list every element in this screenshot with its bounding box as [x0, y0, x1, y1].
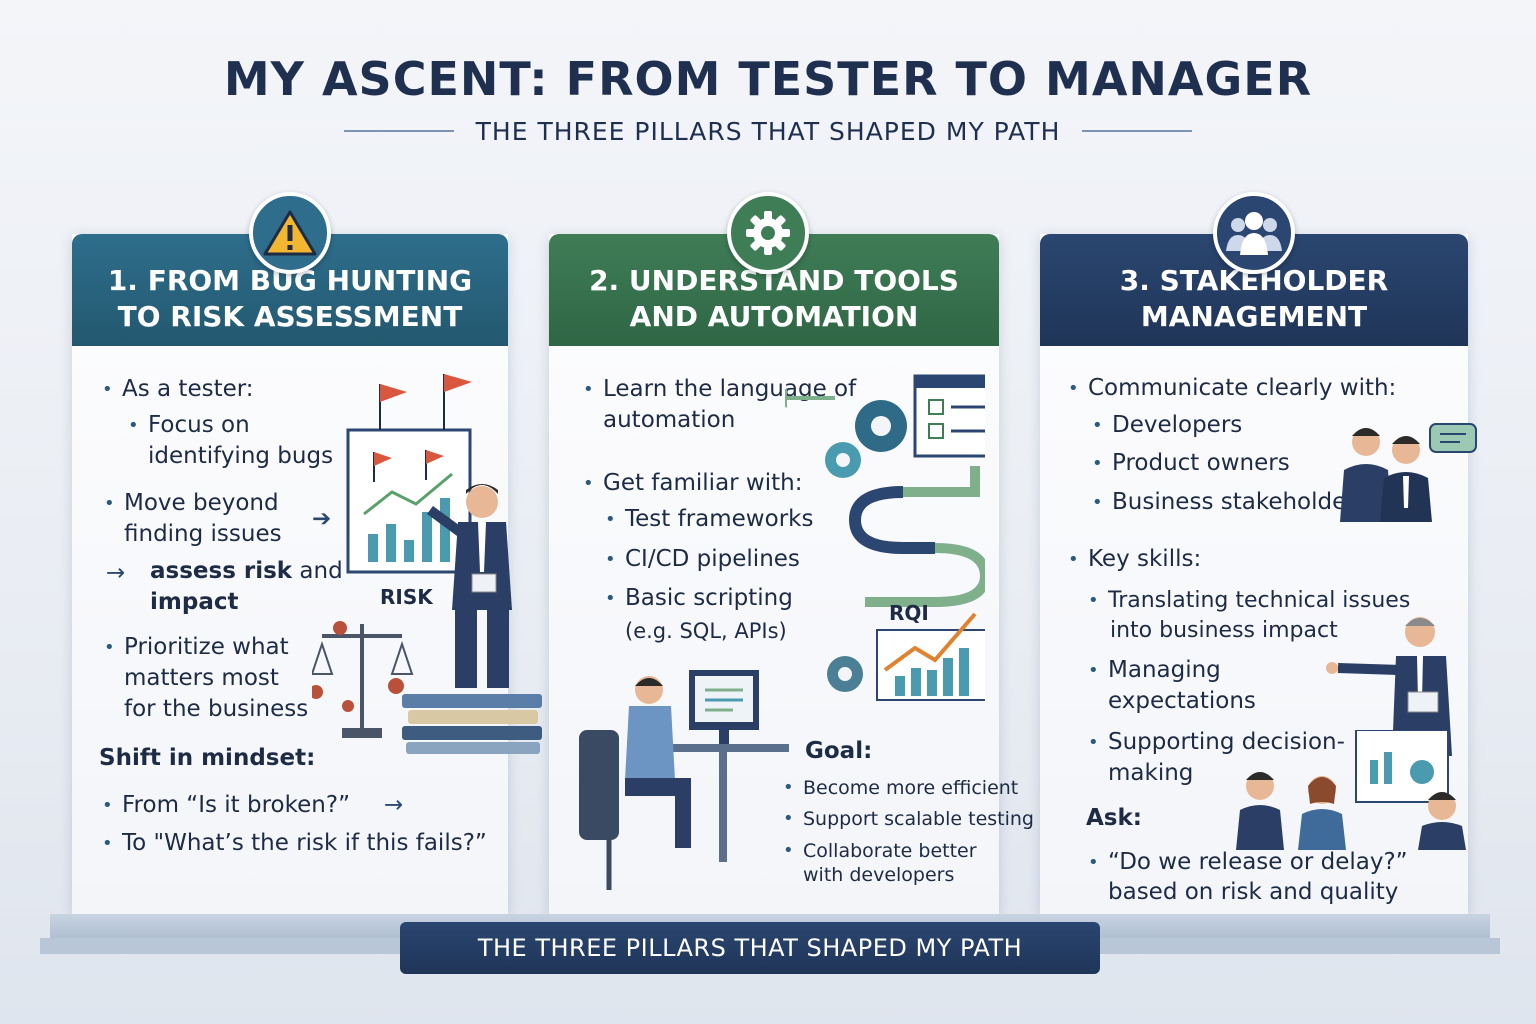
pillar-title: 3. STAKEHOLDER MANAGEMENT: [1119, 264, 1389, 333]
skills-heading: Key skills:: [1068, 544, 1201, 575]
gear-icon: [727, 192, 809, 274]
goal-heading: Goal:: [805, 738, 873, 764]
impact-text: impact: [150, 589, 239, 615]
pillar-card-automation: 2. UNDERSTAND TOOLS AND AUTOMATION Learn…: [549, 192, 1034, 914]
skill-translate: Translating technical issues: [1088, 585, 1410, 616]
frameworks-item: Test frameworks: [605, 504, 814, 535]
ask-heading: Ask:: [1086, 805, 1142, 831]
prioritize-line-2: matters most: [124, 665, 279, 691]
risk-label: RISK: [380, 585, 434, 609]
subtitle-row: THE THREE PILLARS THAT SHAPED MY PATH: [0, 116, 1536, 146]
assess-risk-text: assess risk: [150, 558, 293, 584]
roi-label: RQI: [889, 601, 929, 625]
skill-decisions-cont: making: [1108, 760, 1194, 786]
skill-decisions: Supporting decision-: [1088, 727, 1345, 758]
ask-question: “Do we release or delay?”: [1088, 847, 1408, 878]
developer-at-desk-icon: [579, 670, 789, 890]
mindset-heading: Shift in mindset:: [99, 745, 316, 771]
scripting-example: (e.g. SQL, APIs): [625, 619, 787, 643]
assess-line: assess risk and: [150, 556, 343, 587]
mindset-to: To "What’s the risk if this fails?”: [102, 828, 487, 859]
tester-label: As a tester:: [102, 374, 253, 405]
goal-item-1: Become more efficient: [783, 776, 1018, 800]
page-title: MY ASCENT: FROM TESTER TO MANAGER: [223, 52, 1313, 106]
arrow-right-icon: ➔: [312, 506, 332, 532]
book-stack-icon: [402, 694, 542, 754]
learn-line-2: automation: [603, 407, 736, 433]
arrow-right-icon: →: [384, 792, 404, 818]
communicate-heading: Communicate clearly with:: [1068, 373, 1396, 404]
mindset-from: From “Is it broken?”: [102, 790, 350, 821]
ask-question-cont: based on risk and quality: [1108, 879, 1399, 905]
focus-line-1: Focus on: [128, 410, 250, 441]
scripting-item: Basic scripting: [605, 583, 793, 614]
prioritize-line-3: for the business: [124, 696, 309, 722]
focus-line-2: identifying bugs: [148, 443, 334, 469]
manager-figure-icon: [427, 484, 512, 688]
prioritize-line-1: Prioritize what: [104, 632, 289, 663]
pillar-card-risk: 1. FROM BUG HUNTING TO RISK ASSESSMENT A…: [72, 192, 542, 914]
risk-assessment-illustration: RISK: [312, 374, 472, 738]
pillar-title: 2. UNDERSTAND TOOLS AND AUTOMATION: [589, 264, 959, 333]
stakeholder-business: Business stakeholders: [1092, 487, 1368, 518]
goal-item-3: Collaborate better: [783, 839, 977, 863]
goal-item-2: Support scalable testing: [783, 807, 1034, 831]
skill-expectations: Managing: [1088, 655, 1221, 686]
pillar-card-stakeholder: 3. STAKEHOLDER MANAGEMENT Communicate cl…: [1040, 192, 1477, 914]
move-line-1: Move beyond: [104, 488, 279, 519]
subtitle-divider-right: [1082, 130, 1193, 132]
subtitle-divider-left: [343, 130, 454, 132]
familiar-heading: Get familiar with:: [583, 468, 803, 499]
warning-icon: [249, 192, 331, 274]
stakeholder-product-owners: Product owners: [1092, 448, 1290, 479]
stakeholders-pair-icon: [1340, 423, 1477, 522]
assess-and-text: and: [292, 558, 343, 584]
skill-translate-cont: into business impact: [1110, 618, 1338, 643]
footer-banner: THE THREE PILLARS THAT SHAPED MY PATH: [400, 922, 1100, 974]
arrow-right-icon: →: [106, 560, 126, 586]
automation-illustration: RQI: [785, 374, 985, 701]
move-line-2: finding issues: [124, 521, 282, 547]
stakeholder-developers: Developers: [1092, 410, 1242, 441]
goal-item-3-cont: with developers: [803, 864, 955, 886]
team-icon: [1213, 192, 1295, 274]
meeting-team-icon: [1236, 730, 1466, 850]
skill-expectations-cont: expectations: [1108, 688, 1256, 714]
cicd-item: CI/CD pipelines: [605, 544, 800, 575]
page-subtitle: THE THREE PILLARS THAT SHAPED MY PATH: [475, 116, 1061, 146]
